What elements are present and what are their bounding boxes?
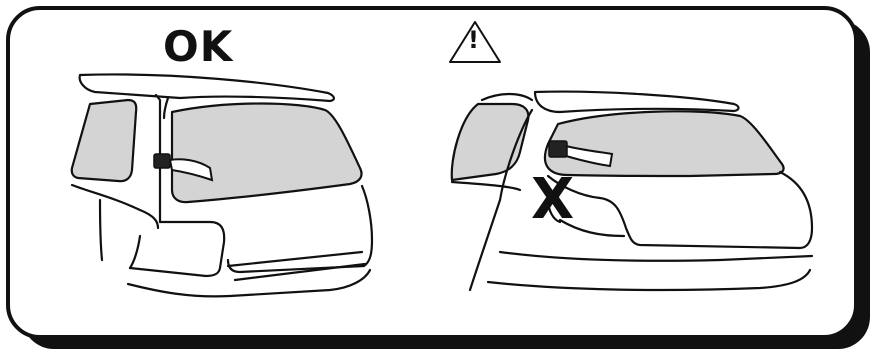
warning-exclamation: ! (468, 28, 479, 52)
wrong-x-icon: X (531, 172, 574, 228)
ok-label: OK (163, 26, 233, 68)
car-right-rear-window (545, 111, 784, 176)
car-left-rear-window (172, 104, 362, 203)
